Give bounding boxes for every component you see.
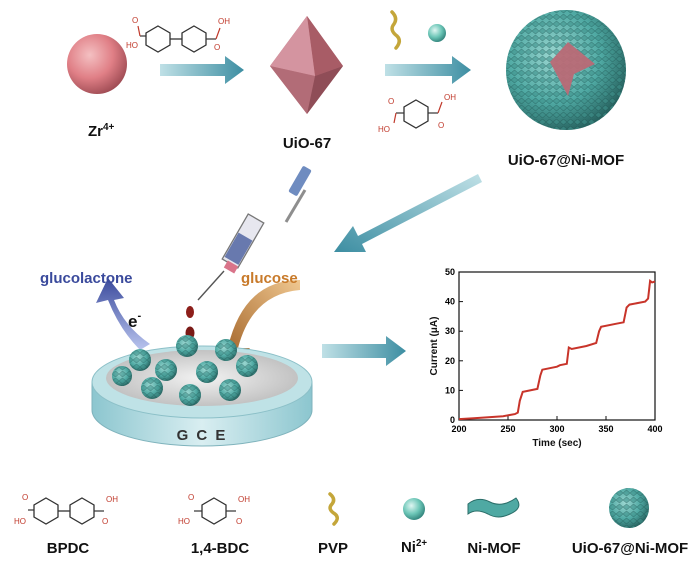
y-tick-label: 40 (445, 297, 455, 307)
bdc-linker-icon: HO O OH O (378, 93, 456, 134)
y-tick-label: 0 (450, 415, 455, 425)
electron-label: e- (128, 310, 141, 331)
y-tick-label: 30 (445, 326, 455, 336)
svg-text:O: O (188, 493, 194, 502)
legend-label-bdc: 1,4-BDC (190, 540, 250, 557)
svg-text:HO: HO (14, 517, 26, 526)
svg-text:O: O (388, 97, 394, 106)
gce-label: G C E (177, 427, 228, 444)
arrow-composite-to-electrode (334, 174, 482, 252)
legend-label-ni-mof: Ni-MOF (467, 540, 521, 557)
svg-text:OH: OH (444, 93, 456, 102)
uio67-octahedron (270, 16, 343, 114)
amperometric-chart: 200 250 300 350 400 0 10 20 30 40 50 Time (sec) Cu… (429, 267, 663, 449)
svg-text:HO: HO (126, 41, 138, 50)
legend-label-composite: UiO-67@Ni-MOF (571, 540, 689, 557)
uio67-ni-mof-composite (506, 10, 626, 130)
x-tick-label: 250 (500, 424, 515, 434)
legend-ni-icon (403, 498, 425, 520)
x-tick-label: 350 (598, 424, 613, 434)
chart-xlabel: Time (sec) (532, 438, 581, 449)
ni-ion-sphere (428, 24, 446, 42)
svg-text:O: O (102, 517, 108, 526)
svg-text:OH: OH (106, 495, 118, 504)
bpdc-linker-icon: HO O OH O (126, 16, 230, 53)
zr-sphere (67, 34, 127, 94)
svg-text:HO: HO (378, 125, 390, 134)
composite-label: UiO-67@Ni-MOF (508, 152, 624, 169)
svg-text:HO: HO (178, 517, 190, 526)
legend-pvp-icon (328, 492, 339, 526)
zr-label: Zr4+ (88, 122, 115, 140)
arrow-uio67-to-composite (385, 56, 471, 84)
svg-text:O: O (236, 517, 242, 526)
legend-ni-mof-icon (467, 497, 520, 518)
legend-label-bpdc: BPDC (46, 540, 90, 557)
x-tick-label: 200 (451, 424, 466, 434)
glucose-drop (186, 306, 194, 318)
y-tick-label: 20 (445, 356, 455, 366)
legend-bpdc-icon: HO O OH O (14, 493, 118, 526)
legend-bdc-icon: HO O OH O (178, 493, 250, 526)
current-series-line (458, 279, 656, 421)
svg-text:O: O (438, 121, 444, 130)
arrow-electrode-to-chart (322, 336, 406, 366)
legend-label-ni: Ni2+ (400, 538, 428, 556)
mof-particles (112, 335, 258, 406)
glucolactone-arrow (96, 278, 150, 350)
svg-text:OH: OH (238, 495, 250, 504)
syringe-icon (197, 166, 312, 301)
uio67-label: UiO-67 (283, 135, 331, 152)
x-tick-label: 300 (549, 424, 564, 434)
chart-frame (458, 271, 656, 421)
arrow-zr-to-uio67 (160, 56, 244, 84)
svg-text:OH: OH (218, 17, 230, 26)
svg-text:O: O (132, 16, 138, 25)
chart-ylabel: Current (μA) (429, 317, 440, 376)
legend-label-pvp: PVP (317, 540, 349, 557)
y-tick-label: 10 (445, 385, 455, 395)
glucose-label: glucose (241, 270, 298, 287)
svg-text:O: O (22, 493, 28, 502)
y-tick-label: 50 (445, 267, 455, 277)
glucolactone-label: glucolactone (40, 270, 133, 287)
x-tick-label: 400 (647, 424, 662, 434)
legend-composite-icon (609, 488, 649, 528)
svg-text:O: O (214, 43, 220, 52)
pvp-strand-icon (390, 10, 401, 50)
